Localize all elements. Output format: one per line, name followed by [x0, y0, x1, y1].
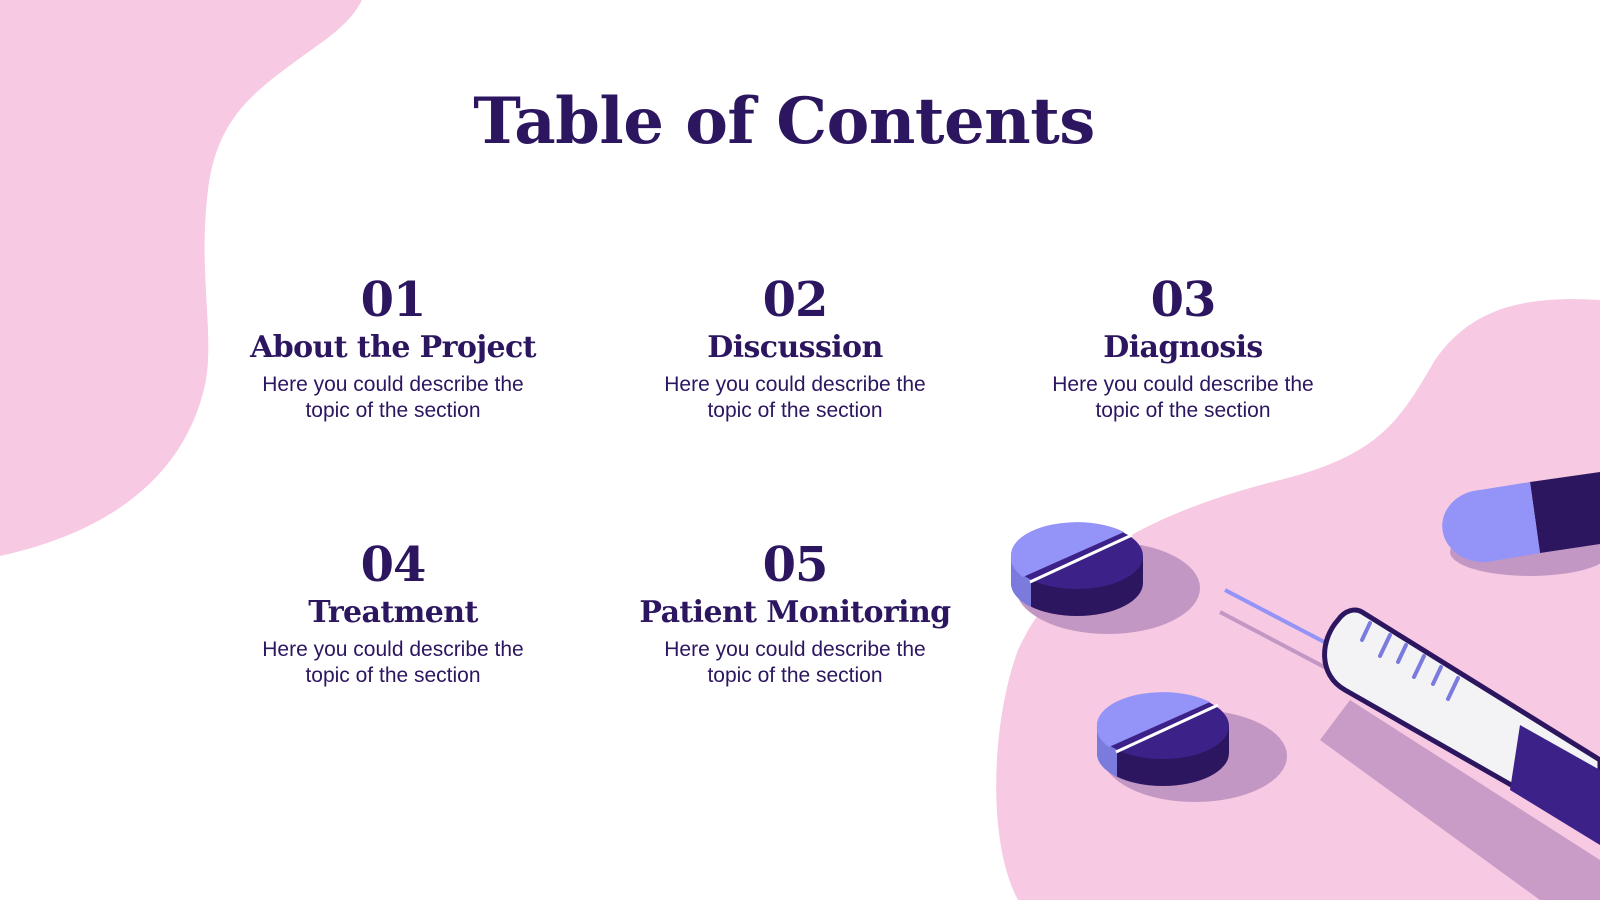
section-description: Here you could describe the topic of the… [664, 638, 926, 687]
section-number: 03 [1150, 272, 1217, 328]
section-title: Diagnosis [1103, 330, 1263, 365]
syringe-icon [1219, 588, 1600, 900]
section-title: About the Project [250, 330, 536, 365]
toc-item-treatment: 04 Treatment Here you could describe the… [223, 537, 563, 689]
section-description: Here you could describe the topic of the… [262, 638, 524, 687]
section-title: Treatment [308, 595, 478, 630]
section-title: Discussion [707, 330, 883, 365]
section-number: 01 [360, 272, 427, 328]
medical-illustration [1010, 472, 1600, 900]
pill-tablet-icon [1010, 522, 1200, 634]
toc-item-about-the-project: 01 About the Project Here you could desc… [223, 272, 563, 424]
toc-item-patient-monitoring: 05 Patient Monitoring Here you could des… [625, 537, 965, 689]
capsule-icon [1442, 472, 1600, 576]
toc-item-diagnosis: 03 Diagnosis Here you could describe the… [1013, 272, 1353, 424]
section-number: 02 [762, 272, 829, 328]
section-title: Patient Monitoring [639, 595, 951, 630]
section-description: Here you could describe the topic of the… [664, 373, 926, 422]
page-title: Table of Contents [473, 84, 1095, 159]
section-number: 04 [360, 537, 427, 593]
toc-item-discussion: 02 Discussion Here you could describe th… [625, 272, 965, 424]
section-number: 05 [762, 537, 829, 593]
section-description: Here you could describe the topic of the… [1052, 373, 1314, 422]
section-description: Here you could describe the topic of the… [262, 373, 524, 422]
top-left-blob [0, 0, 362, 556]
pill-tablet-icon [1096, 692, 1287, 802]
